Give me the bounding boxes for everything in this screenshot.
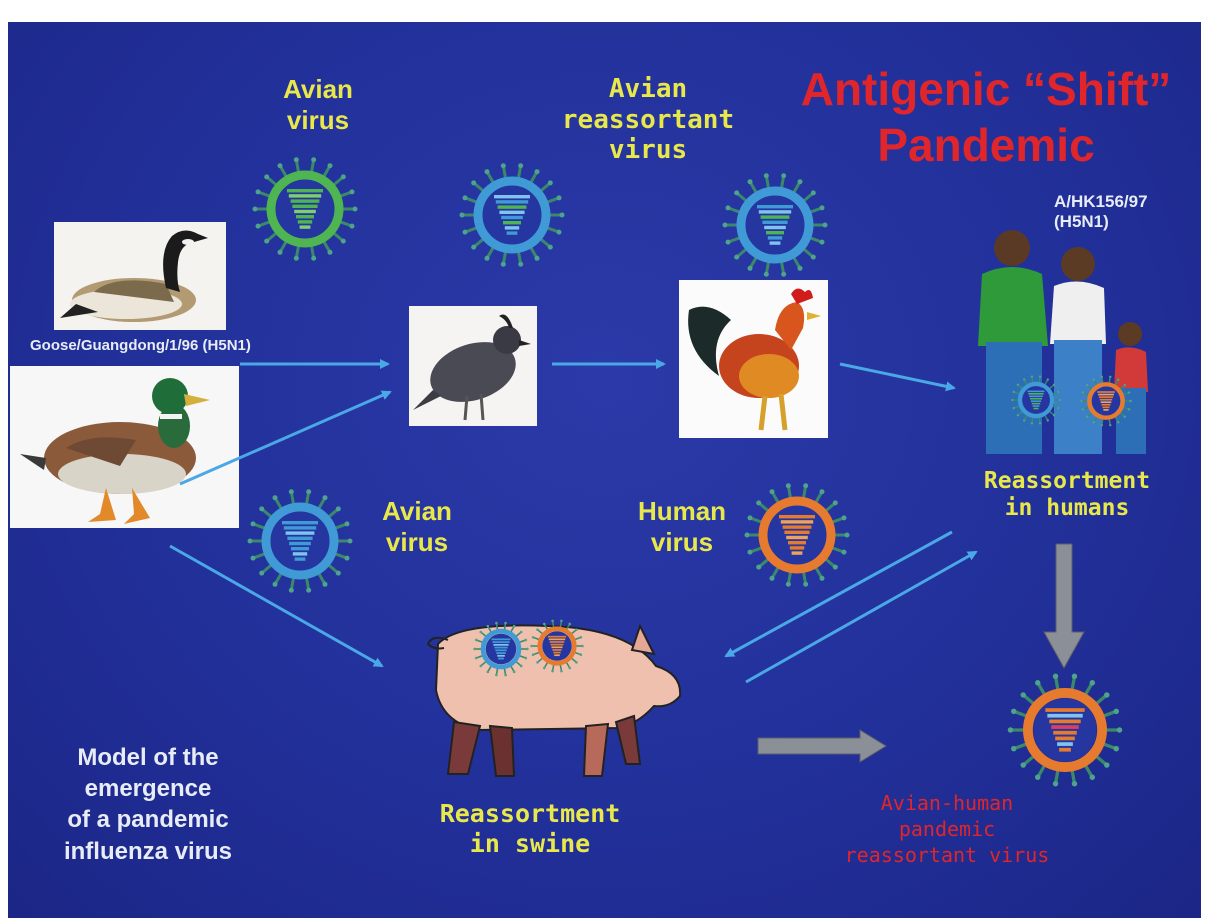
label-line: Avian	[372, 496, 462, 527]
arrow	[726, 532, 952, 656]
label-line: reassortant virus	[816, 842, 1078, 868]
caption-line: Model of the	[32, 742, 264, 773]
label-line: virus	[372, 527, 462, 558]
arrow	[840, 364, 954, 388]
arrow	[746, 552, 976, 682]
label-line: in humans	[960, 495, 1174, 522]
caption-line: of a pandemic	[32, 804, 264, 835]
caption-line: emergence	[32, 773, 264, 804]
label-line: in swine	[420, 829, 640, 859]
label-line: Reassortment	[420, 799, 640, 829]
model-caption: Model of the emergence of a pandemic inf…	[32, 742, 264, 867]
caption-line: influenza virus	[32, 836, 264, 867]
label-line: Avian-human	[816, 790, 1078, 816]
arrow	[180, 392, 390, 484]
label-human-virus: Human virus	[632, 496, 732, 557]
label-line: virus	[632, 527, 732, 558]
arrow	[758, 730, 886, 762]
label-avian-virus-mid: Avian virus	[372, 496, 462, 557]
arrow	[1044, 544, 1084, 668]
label-reassortment-humans: Reassortment in humans	[960, 468, 1174, 522]
arrow	[170, 546, 382, 666]
label-line: pandemic	[816, 816, 1078, 842]
label-pandemic-virus: Avian-human pandemic reassortant virus	[816, 790, 1078, 868]
label-line: Human	[632, 496, 732, 527]
label-reassortment-swine: Reassortment in swine	[420, 799, 640, 858]
label-line: Reassortment	[960, 468, 1174, 495]
slide: Antigenic “Shift” Pandemic Avian virus A…	[8, 22, 1201, 918]
